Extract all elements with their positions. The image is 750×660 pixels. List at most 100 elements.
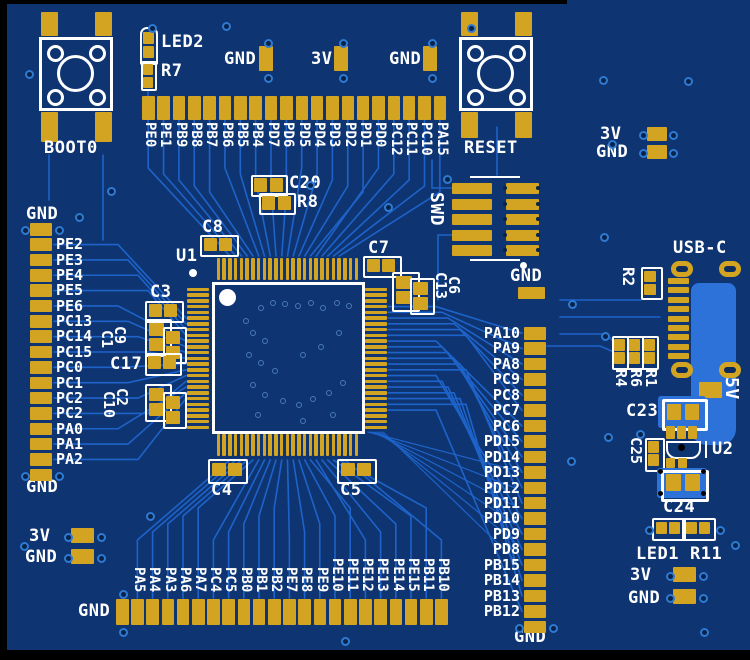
c4-outline — [208, 459, 248, 484]
reset-pad — [515, 12, 532, 36]
trace — [387, 328, 523, 396]
u1-pin-pad — [268, 258, 272, 280]
swd-pad-dot — [536, 201, 540, 206]
via — [467, 24, 476, 33]
u1-pin-pad — [262, 434, 267, 456]
pin-label: PE15 — [404, 558, 421, 592]
pin-label: PD1 — [356, 122, 373, 148]
inner-via-dot — [272, 368, 278, 374]
via — [339, 39, 348, 48]
via — [341, 637, 350, 646]
r7-label: R7 — [161, 61, 183, 81]
swd-pad-dot — [536, 186, 540, 190]
via — [568, 300, 577, 309]
u1-pin-pad — [365, 408, 387, 412]
pin-label: PB8 — [188, 122, 205, 148]
c10-pad — [166, 411, 180, 424]
usb-pin-pad — [668, 325, 689, 331]
u1-pin-pad — [365, 327, 387, 332]
pin-label: PD15 — [483, 432, 520, 451]
via — [601, 332, 610, 341]
inner-via-dot — [250, 330, 256, 336]
via — [428, 39, 437, 48]
header-pad — [161, 599, 175, 625]
gnd-label: GND — [25, 547, 58, 567]
c20-pad — [254, 178, 267, 192]
u1-pin-pad — [262, 258, 267, 280]
pin-label: PD0 — [372, 122, 389, 148]
header-pad — [268, 599, 281, 625]
u1-pin-pad — [365, 316, 387, 320]
pin-label: PB9 — [172, 122, 189, 148]
boot0-pad — [41, 12, 58, 36]
inner-via-dot — [308, 300, 314, 306]
trace — [431, 159, 453, 189]
u1-pin-pad — [337, 434, 341, 456]
u1-pin-pad — [279, 434, 284, 456]
pin-label: PB5 — [234, 122, 251, 148]
trace — [387, 351, 523, 458]
3v-pad — [334, 46, 348, 71]
c3-label: C3 — [150, 282, 172, 302]
boot0-label: BOOT0 — [44, 138, 98, 158]
header-pad — [30, 315, 52, 328]
usb-pin-pad — [668, 315, 689, 322]
header-pad — [30, 223, 52, 236]
header-pad — [433, 96, 447, 120]
inner-via-dot — [336, 330, 342, 336]
via — [604, 433, 613, 442]
led2-pad — [143, 32, 154, 44]
u1-pin-pad — [256, 434, 261, 456]
header-pad — [524, 342, 546, 355]
swd-pad-dot — [536, 232, 540, 237]
via — [567, 457, 576, 466]
u1-pin-pad — [365, 322, 387, 326]
trace — [162, 119, 237, 257]
u1-pin-pad — [187, 333, 209, 338]
trace — [387, 374, 523, 520]
inner-via-dot — [310, 396, 316, 402]
c25-label: C25 — [627, 437, 645, 465]
c24-label: C24 — [663, 497, 696, 517]
header-pad — [30, 437, 52, 451]
u1-pin-pad — [365, 396, 387, 401]
pin-label: PD12 — [483, 478, 520, 497]
r11-label: R11 — [690, 544, 723, 564]
u1-pin1-marker — [219, 289, 236, 306]
r8-pad — [262, 196, 275, 210]
header-pad — [524, 589, 546, 603]
usb-mount-pad — [719, 362, 741, 378]
r1-pad — [644, 339, 655, 351]
inner-via-dot — [318, 344, 324, 350]
r6-pad — [629, 339, 640, 351]
c17-outline — [145, 353, 182, 376]
u1-pin-pad — [256, 258, 261, 280]
r1-pad — [644, 352, 655, 364]
u1-pin-pad — [291, 434, 295, 456]
u1-pin-pad — [251, 434, 255, 456]
trace — [387, 340, 523, 427]
pin-label: PA1 — [56, 434, 84, 453]
u1-pin-pad — [285, 434, 290, 456]
trace — [376, 431, 516, 525]
usb-mount-pad — [671, 362, 693, 378]
u1-pin-pad — [239, 258, 244, 280]
via — [645, 526, 654, 535]
trace — [387, 317, 523, 365]
u1-pin-pad — [268, 434, 272, 456]
c9-pad — [149, 323, 164, 336]
c25-outline — [645, 438, 665, 472]
trace — [303, 459, 336, 599]
swd-pad — [506, 245, 539, 257]
pin-label: PC0 — [56, 358, 84, 377]
pin-label: PA3 — [161, 566, 178, 592]
trace — [387, 368, 523, 504]
u1-pin-pad — [365, 414, 387, 418]
c9-pad — [149, 338, 164, 351]
trace — [315, 459, 367, 599]
pin-label: PC2 — [56, 404, 84, 423]
trace — [53, 289, 187, 337]
u1-pin-pad — [297, 434, 301, 456]
header-pad — [524, 388, 546, 402]
u1-pin-pad — [233, 258, 238, 280]
